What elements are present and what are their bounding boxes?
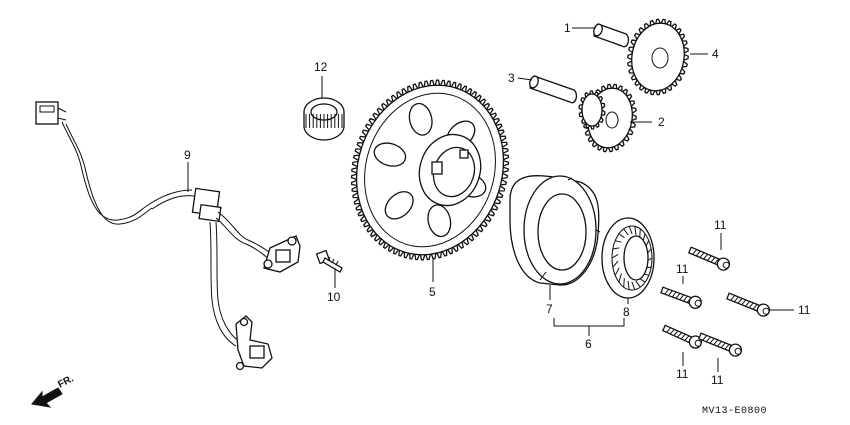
front-direction-arrow: FR. (31, 373, 76, 408)
idle-gear-4 (627, 18, 689, 96)
leader-lines (187, 27, 794, 372)
idle-gear-shaft-3 (529, 75, 578, 104)
one-way-clutch (601, 217, 655, 299)
bolts-11 (660, 246, 771, 357)
callout-4: 4 (712, 47, 719, 61)
bolt-11-top (687, 246, 731, 271)
reference-code: MV13-E0800 (702, 406, 767, 417)
idle-gear-shaft-1 (593, 23, 630, 48)
callout-5: 5 (429, 285, 436, 299)
needle-bearing (303, 97, 345, 141)
callout-11-bottom-left: 11 (676, 367, 689, 381)
callout-11-right: 11 (798, 303, 811, 317)
front-marker: FR. (56, 373, 76, 390)
reduction-gear-2 (578, 83, 637, 153)
pulse-generator-upper (263, 235, 301, 273)
bolt-10 (315, 249, 343, 273)
callout-12: 12 (314, 60, 328, 74)
bolt-11-bottom-left (661, 324, 703, 349)
callout-3: 3 (508, 71, 515, 85)
callout-6: 6 (585, 337, 592, 351)
callout-10: 10 (327, 290, 341, 304)
callout-11-top: 11 (714, 218, 727, 232)
callout-11-left: 11 (676, 262, 689, 276)
callout-11-bottom-right: 11 (711, 373, 724, 387)
harness-clamp (191, 187, 222, 223)
wiring-harness (35, 101, 301, 371)
callout-labels: 1 2 3 4 5 6 7 8 9 10 11 11 11 11 11 12 (184, 21, 811, 387)
harness-connector (35, 101, 67, 125)
bolt-11-bottom-right (698, 332, 743, 357)
starter-driven-gear (350, 79, 510, 261)
callout-8: 8 (623, 305, 630, 319)
callout-2: 2 (658, 115, 665, 129)
pulse-generator-lower (235, 315, 273, 371)
bolt-11-left (660, 286, 702, 309)
starter-clutch-outer (509, 175, 601, 286)
callout-9: 9 (184, 148, 191, 162)
bolt-11-right (726, 292, 771, 317)
callout-7: 7 (546, 302, 553, 316)
callout-1: 1 (564, 21, 571, 35)
